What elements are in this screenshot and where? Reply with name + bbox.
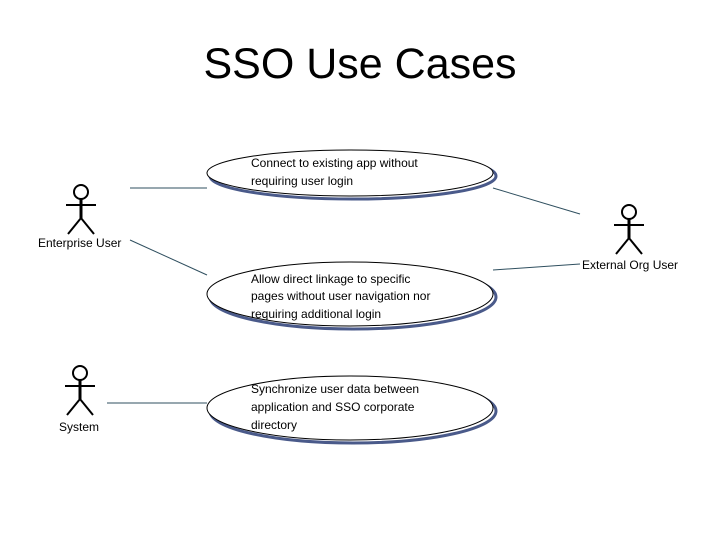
actor-label-system: System: [59, 420, 99, 434]
actor-system: [65, 365, 95, 416]
use-case-3-line-3: directory: [251, 418, 297, 432]
actor-enterprise-user: [66, 184, 96, 235]
association-external-uc2: [492, 263, 581, 271]
association-enterprise-uc2: [129, 239, 208, 276]
page-title: SSO Use Cases: [203, 40, 517, 88]
association-external-uc1: [492, 187, 581, 215]
use-case-2-line-1: Allow direct linkage to specific: [251, 272, 410, 286]
use-case-1: Connect to existing app without requirin…: [206, 149, 498, 201]
stick-figure-icon: [614, 204, 644, 255]
use-case-1-line-1: Connect to existing app without: [251, 156, 418, 170]
use-case-3-line-1: Synchronize user data between: [251, 382, 419, 396]
use-case-2: Allow direct linkage to specific pages w…: [206, 261, 498, 331]
stick-figure-icon: [65, 365, 95, 416]
actor-label-external-org-user: External Org User: [582, 258, 678, 272]
use-case-1-line-2: requiring user login: [251, 174, 353, 188]
use-case-2-line-2: pages without user navigation nor: [251, 289, 430, 303]
use-case-2-line-3: requiring additional login: [251, 307, 381, 321]
stick-figure-icon: [66, 184, 96, 235]
actor-label-enterprise-user: Enterprise User: [38, 236, 121, 250]
use-case-3-line-2: application and SSO corporate: [251, 400, 415, 414]
actor-external-org-user: [614, 204, 644, 255]
use-case-3: Synchronize user data between applicatio…: [206, 375, 498, 445]
